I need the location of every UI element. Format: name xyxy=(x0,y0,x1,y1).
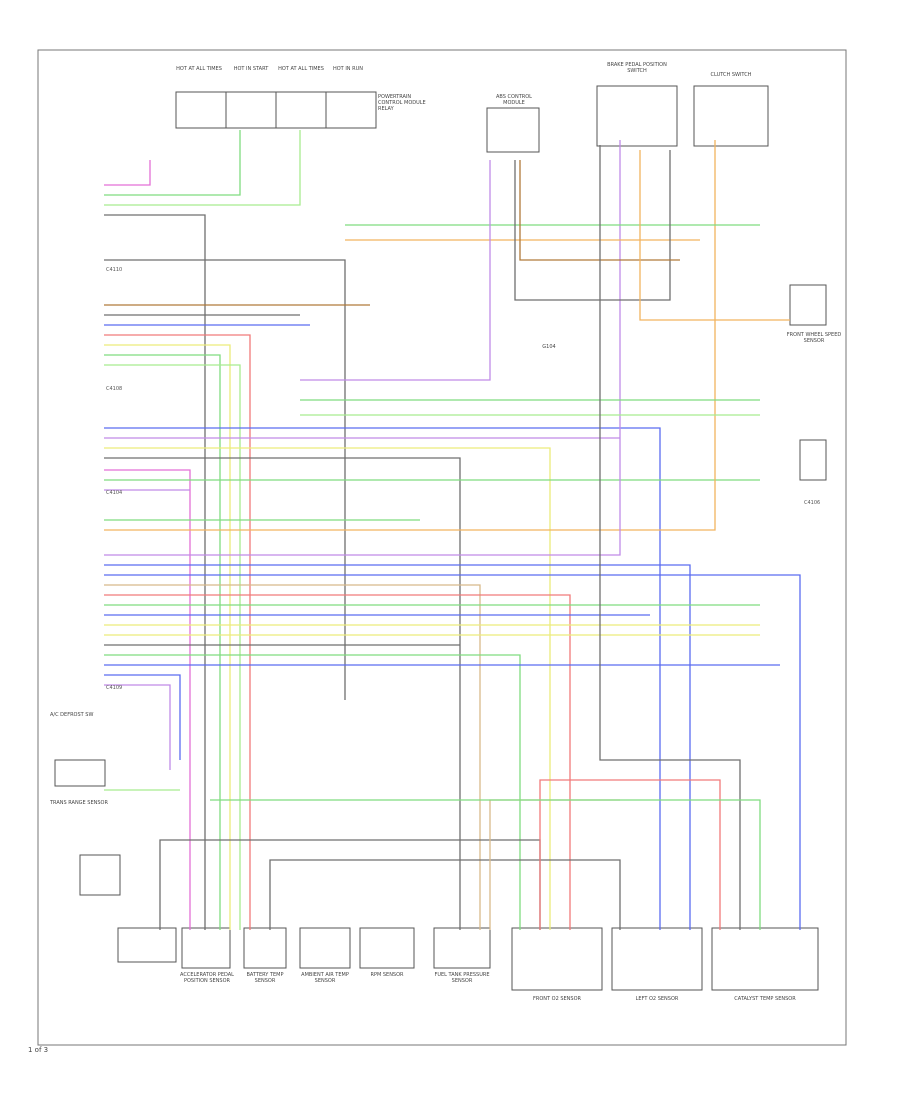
bottom-label-2: BATTERY TEMP SENSOR xyxy=(246,972,284,984)
abs-module-box xyxy=(486,107,540,153)
wire-gray-7 xyxy=(599,145,741,930)
wire-yellow-2 xyxy=(104,447,551,930)
wire-gray-6 xyxy=(514,150,671,301)
bottom-label-8: CATALYST TEMP SENSOR xyxy=(734,996,796,1002)
clutch-switch-box xyxy=(693,85,769,147)
fuse-note: POWERTRAIN CONTROL MODULE RELAY xyxy=(378,94,426,112)
wire-gray-9 xyxy=(269,859,621,930)
wire-red-1 xyxy=(104,334,251,930)
wire-green-6 xyxy=(104,654,521,930)
wire-lightgreen-2 xyxy=(104,364,241,930)
wire-gray-1 xyxy=(104,214,206,930)
fuse-label-d: HOT IN RUN xyxy=(332,66,364,72)
wire-group xyxy=(104,130,801,930)
left-upper-label: A/C DEFROST SW xyxy=(50,712,94,718)
wire-tan-1 xyxy=(104,584,481,930)
wire-blue-2 xyxy=(104,427,661,930)
clutch-switch-label: CLUTCH SWITCH xyxy=(710,72,752,78)
fuse-label-c: HOT AT ALL TIMES xyxy=(278,66,324,72)
diagram-border xyxy=(37,49,847,1046)
connector-label-right: C4106 xyxy=(804,500,821,506)
wire-blue-4 xyxy=(104,574,801,930)
bottom-sensor-boxes xyxy=(181,927,819,991)
wire-gray-4 xyxy=(104,457,461,930)
data-link-box xyxy=(799,439,827,481)
brake-switch-box xyxy=(596,85,678,147)
fuse-label-b: HOT IN START xyxy=(233,66,269,72)
connector-label-c1: C4110 xyxy=(106,267,123,273)
wire-tan-2 xyxy=(489,799,620,930)
bottom-label-1: ACCELERATOR PEDAL POSITION SENSOR xyxy=(180,972,234,984)
wire-yellow-1 xyxy=(104,344,231,930)
bottom-label-6: FRONT O2 SENSOR xyxy=(532,996,582,1002)
connector-label-c4: C4109 xyxy=(106,685,123,691)
wire-violet-4 xyxy=(104,684,171,770)
wire-orange-3 xyxy=(639,150,790,321)
abs-module-label: ABS CONTROL MODULE xyxy=(496,94,532,106)
connector-label-c2: C4108 xyxy=(106,386,123,392)
brake-switch-label: BRAKE PEDAL POSITION SWITCH xyxy=(607,62,667,74)
left-lower-label: TRANS RANGE SENSOR xyxy=(50,800,108,806)
wire-violet-5 xyxy=(300,160,491,381)
wire-red-2 xyxy=(104,594,571,930)
wire-pink-1 xyxy=(104,160,151,186)
fuse-box xyxy=(175,91,377,129)
bottom-label-5: FUEL TANK PRESSURE SENSOR xyxy=(434,972,490,984)
wire-red-3 xyxy=(539,779,721,930)
right-upper-label: FRONT WHEEL SPEED SENSOR xyxy=(786,332,842,344)
wire-violet-3 xyxy=(104,140,621,556)
right-sensor-box xyxy=(789,284,827,326)
wire-lightgreen-1 xyxy=(104,130,301,206)
wire-blue-7 xyxy=(104,674,181,760)
left-switch-box xyxy=(54,759,121,896)
connector-label-c3: C4104 xyxy=(106,490,123,496)
ground-label: G104 xyxy=(542,344,556,350)
bottom-label-4: RPM SENSOR xyxy=(370,972,404,978)
wire-gray-8 xyxy=(159,839,541,930)
wire-pink-2 xyxy=(104,469,191,930)
footer-code: 1 of 3 xyxy=(28,1046,49,1054)
bottom-label-3: AMBIENT AIR TEMP SENSOR xyxy=(301,972,349,984)
wire-green-2 xyxy=(104,354,221,930)
fuse-label-a: HOT AT ALL TIMES xyxy=(176,66,222,72)
wire-orange-1 xyxy=(104,140,716,531)
wire-blue-3 xyxy=(104,564,691,930)
wire-brown-2 xyxy=(519,160,680,261)
wire-gray-2 xyxy=(104,259,346,700)
wire-green-9 xyxy=(210,799,761,930)
accel-sensor-box xyxy=(117,927,177,963)
wire-green-1 xyxy=(104,130,241,196)
bottom-label-7: LEFT O2 SENSOR xyxy=(635,996,679,1002)
